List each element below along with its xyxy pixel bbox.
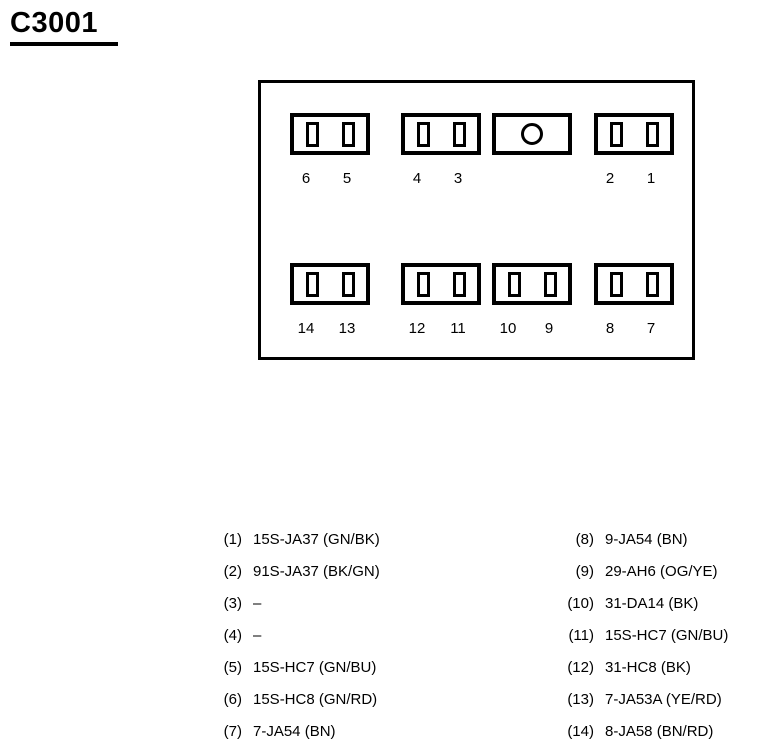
circuit-entry-7: (7) 7-JA54 (BN)	[200, 716, 380, 748]
cavity-8-7[interactable]	[594, 263, 674, 305]
circuit-index-14: (14)	[567, 723, 594, 740]
pin-number-1: 1	[646, 170, 656, 187]
pin-number-row-bottom: 14 13 12 11 10 9 8 7	[261, 319, 692, 339]
pin-number-13: 13	[338, 320, 356, 337]
circuit-index-2: (2)	[223, 563, 242, 580]
page-title: C3001	[10, 7, 98, 39]
circuit-code-13: 7-JA53A (YE/RD)	[605, 691, 722, 708]
terminal-slot-6	[305, 121, 319, 147]
terminal-slot-1	[645, 121, 659, 147]
circuit-column-right: (8) 9-JA54 (BN) (9) 29-AH6 (OG/YE) (10) 31-…	[552, 524, 728, 748]
circuit-entry-8: (8) 9-JA54 (BN)	[552, 524, 728, 556]
circuit-entry-3: (3)–	[200, 588, 380, 620]
circuit-list: (1)15S-JA37 (GN/BK) (2)91S-JA37 (BK/GN) …	[0, 524, 761, 749]
circuit-index-3: (3)	[223, 595, 242, 612]
title-underline-rule	[10, 42, 118, 46]
circuit-code-4: –	[253, 627, 262, 644]
circuit-code-9: 29-AH6 (OG/YE)	[605, 563, 718, 580]
pin-number-11: 11	[450, 320, 466, 337]
pin-number-14: 14	[297, 320, 315, 337]
circuit-index-4: (4)	[223, 627, 242, 644]
cavity-row-bottom	[261, 263, 692, 305]
circuit-code-1: 15S-JA37 (GN/BK)	[253, 531, 380, 548]
terminal-slot-7	[645, 271, 659, 297]
pin-number-3: 3	[453, 170, 463, 187]
terminal-slot-10	[507, 271, 521, 297]
terminal-slot-3	[452, 121, 466, 147]
circuit-index-11: (11)	[568, 627, 594, 644]
terminal-slot-8	[609, 271, 623, 297]
cavity-4-3[interactable]	[401, 113, 481, 155]
cavity-6-5[interactable]	[290, 113, 370, 155]
pin-number-5: 5	[342, 170, 352, 187]
circuit-index-6: (6)	[223, 691, 242, 708]
circuit-index-5: (5)	[223, 659, 242, 676]
circuit-index-9: (9)	[575, 563, 594, 580]
circuit-code-14: 8-JA58 (BN/RD)	[605, 723, 714, 740]
circuit-index-12: (12)	[567, 659, 594, 676]
pin-number-9: 9	[544, 320, 554, 337]
pin-number-7: 7	[646, 320, 656, 337]
circuit-code-5: 15S-HC7 (GN/BU)	[253, 659, 377, 676]
circuit-index-13: (13)	[567, 691, 594, 708]
terminal-slot-2	[609, 121, 623, 147]
circuit-code-3: –	[253, 595, 262, 612]
pin-number-8: 8	[605, 320, 615, 337]
circuit-entry-12: (12) 31-HC8 (BK)	[552, 652, 728, 684]
cavity-row-top	[261, 113, 692, 155]
circuit-code-12: 31-HC8 (BK)	[605, 659, 691, 676]
circuit-index-1: (1)	[223, 531, 242, 548]
circuit-entry-9: (9) 29-AH6 (OG/YE)	[552, 556, 728, 588]
circuit-code-8: 9-JA54 (BN)	[605, 531, 688, 548]
circuit-code-6: 15S-HC8 (GN/RD)	[253, 691, 378, 708]
cavity-2-1[interactable]	[594, 113, 674, 155]
terminal-slot-13	[341, 271, 355, 297]
cavity-14-13[interactable]	[290, 263, 370, 305]
circuit-index-8: (8)	[575, 531, 594, 548]
keyway-circle-icon	[521, 123, 543, 145]
terminal-slot-4	[416, 121, 430, 147]
circuit-entry-11: (11) 15S-HC7 (GN/BU)	[552, 620, 728, 652]
terminal-slot-9	[543, 271, 557, 297]
circuit-entry-4: (4)–	[200, 620, 380, 652]
circuit-index-10: (10)	[567, 595, 594, 612]
circuit-code-11: 15S-HC7 (GN/BU)	[605, 627, 729, 644]
pin-number-10: 10	[499, 320, 517, 337]
terminal-slot-11	[452, 271, 466, 297]
cavity-keyway[interactable]	[492, 113, 572, 155]
title-block: C3001	[10, 6, 118, 46]
circuit-code-10: 31-DA14 (BK)	[605, 595, 699, 612]
circuit-entry-1: (1) 15S-JA37 (GN/BK)	[200, 524, 380, 556]
circuit-column-left: (1)15S-JA37 (GN/BK) (2)91S-JA37 (BK/GN) …	[200, 524, 380, 748]
pin-number-12: 12	[408, 320, 426, 337]
circuit-entry-6: (6) 15S-HC8 (GN/RD)	[200, 684, 380, 716]
circuit-code-2: 91S-JA37 (BK/GN)	[253, 563, 380, 580]
cavity-10-9[interactable]	[492, 263, 572, 305]
cavity-12-11[interactable]	[401, 263, 481, 305]
circuit-entry-2: (2) 91S-JA37 (BK/GN)	[200, 556, 380, 588]
circuit-entry-13: (13) 7-JA53A (YE/RD)	[552, 684, 728, 716]
circuit-entry-10: (10) 31-DA14 (BK)	[552, 588, 728, 620]
circuit-entry-14: (14) 8-JA58 (BN/RD)	[552, 716, 728, 748]
circuit-code-7: 7-JA54 (BN)	[253, 723, 336, 740]
circuit-entry-5: (5) 15S-HC7 (GN/BU)	[200, 652, 380, 684]
terminal-slot-14	[305, 271, 319, 297]
pin-number-6: 6	[301, 170, 311, 187]
pin-number-2: 2	[605, 170, 615, 187]
pin-number-row-top: 6 5 4 3 2 1	[261, 169, 692, 189]
terminal-slot-12	[416, 271, 430, 297]
circuit-index-7: (7)	[223, 723, 242, 740]
connector-body-outline: 6 5 4 3 2 1 14 13 12 11 10 9 8 7	[258, 80, 695, 360]
terminal-slot-5	[341, 121, 355, 147]
pin-number-4: 4	[412, 170, 422, 187]
